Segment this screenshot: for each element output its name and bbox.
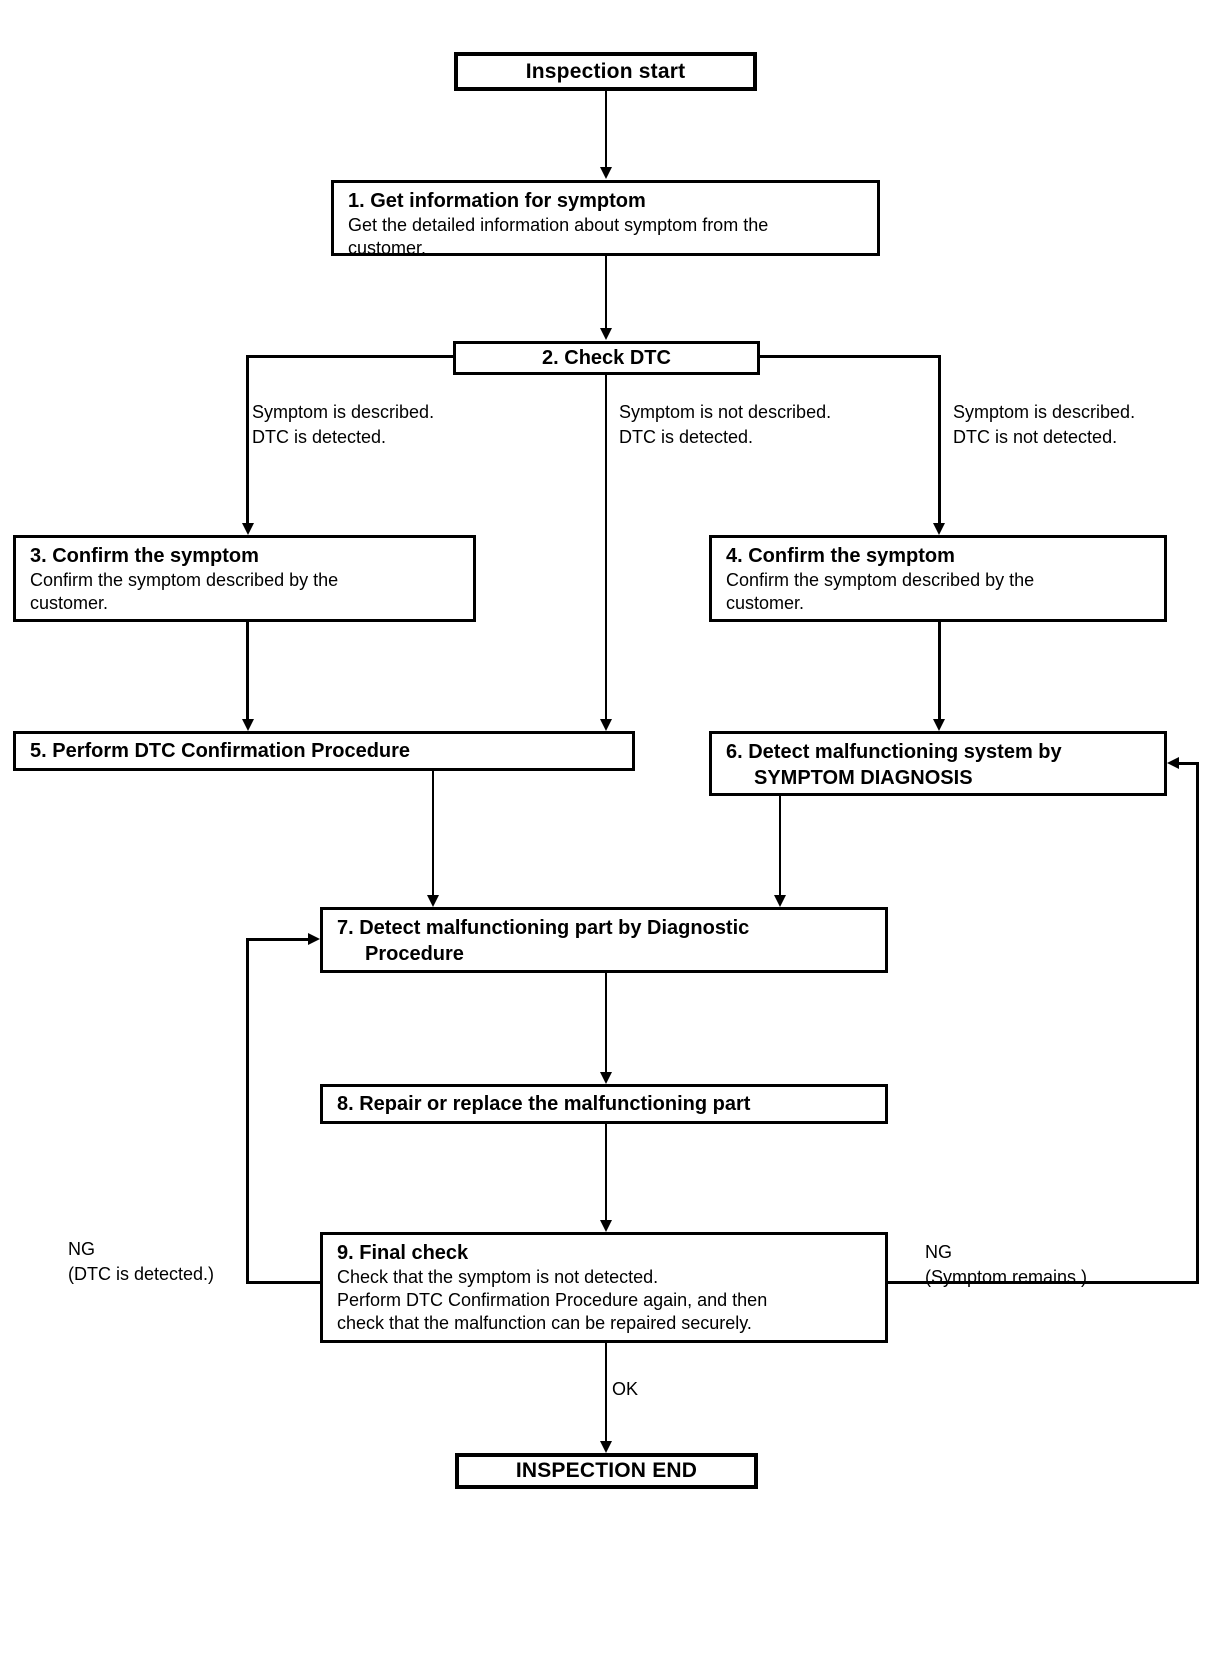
ng-label-right-line-1: NG [925,1242,952,1262]
step-1-box: 1. Get information for symptom Get the d… [331,180,880,258]
inspection-start-label: Inspection start [525,59,686,83]
step-7-box: 7. Detect malfunctioning part by Diagnos… [320,907,888,973]
ng-right-loop-bottom [888,1281,1199,1284]
branch-label-middle-line-1: Symptom is not described. [619,402,832,422]
step-4-body-line-1: Confirm the symptom described by the [726,570,1035,590]
ng-label-left-line-1: NG [68,1239,95,1259]
connector-4-to-6 [938,622,941,719]
step-6-title: 6. Detect malfunctioning system by [726,741,1062,763]
step-9-body-line-3: check that the malfunction can be repair… [337,1313,752,1333]
inspection-end-box: INSPECTION END [455,1453,758,1489]
connector-7-to-8 [605,973,607,1072]
connector-2-left-vertical [246,355,249,523]
step-6-title-line-2: SYMPTOM DIAGNOSIS [754,767,973,789]
ng-label-left: NG (DTC is detected.) [68,1237,214,1287]
step-7-title: 7. Detect malfunctioning part by Diagnos… [337,917,750,939]
connector-2-right-vertical [938,355,941,523]
inspection-start-box: Inspection start [454,52,757,91]
step-4-box: 4. Confirm the symptom Confirm the sympt… [709,535,1167,622]
step-7-title-line-2: Procedure [365,943,464,965]
branch-label-middle-line-2: DTC is detected. [619,427,754,447]
arrowhead-6-to-7 [774,895,786,907]
step-8-box: 8. Repair or replace the malfunctioning … [320,1084,888,1124]
connector-2-to-5 [605,375,607,719]
step-4-body-line-2: customer. [726,593,805,613]
inspection-end-label: INSPECTION END [515,1459,698,1482]
step-2-title: 2. Check DTC [542,346,671,369]
ng-left-loop-bottom [246,1281,320,1284]
step-2-box: 2. Check DTC [453,341,760,375]
ng-left-loop-top [246,938,308,941]
branch-label-middle: Symptom is not described. DTC is detecte… [619,400,831,450]
step-3-body-line-1: Confirm the symptom described by the [30,570,339,590]
connector-1-to-2 [605,256,607,328]
step-9-box: 9. Final check Check that the symptom is… [320,1232,888,1343]
step-6-box: 6. Detect malfunctioning system by SYMPT… [709,731,1167,796]
ng-right-loop-top [1179,762,1199,765]
arrowhead-9-to-end [600,1441,612,1453]
arrowhead-4-to-6 [933,719,945,731]
arrowhead-7-to-8 [600,1072,612,1084]
step-9-title: 9. Final check [337,1242,469,1264]
arrowhead-2-to-3 [242,523,254,535]
arrowhead-2-to-4 [933,523,945,535]
step-3-title: 3. Confirm the symptom [30,545,259,567]
step-3-body-line-2: customer. [30,593,109,613]
ok-label: OK [612,1377,638,1402]
step-5-box: 5. Perform DTC Confirmation Procedure [13,731,635,771]
arrowhead-2-to-5 [600,719,612,731]
connector-9-to-end [605,1343,607,1441]
ng-left-loop-vertical [246,938,249,1284]
step-3-box: 3. Confirm the symptom Confirm the sympt… [13,535,476,622]
arrowhead-start-to-1 [600,167,612,179]
branch-label-left-line-2: DTC is detected. [252,427,387,447]
arrowhead-1-to-2 [600,328,612,340]
ng-label-right-line-2: (Symptom remains.) [925,1267,1088,1287]
step-5-title: 5. Perform DTC Confirmation Procedure [30,739,411,762]
step-1-title: 1. Get information for symptom [348,190,646,212]
branch-label-left-line-1: Symptom is described. [252,402,435,422]
ng-right-loop-vertical [1196,762,1199,1284]
connector-5-to-7 [432,771,434,895]
arrowhead-5-to-7 [427,895,439,907]
connector-6-to-7 [779,796,781,895]
connector-2-right-horizontal [760,355,941,358]
connector-2-left-horizontal [246,355,453,358]
ng-label-left-line-2: (DTC is detected.) [68,1264,215,1284]
connector-8-to-9 [605,1124,607,1220]
branch-label-left: Symptom is described. DTC is detected. [252,400,434,450]
step-8-title: 8. Repair or replace the malfunctioning … [337,1092,751,1115]
connector-3-to-5 [246,622,249,719]
ok-label-text: OK [612,1379,639,1399]
branch-label-right-line-1: Symptom is described. [953,402,1136,422]
arrowhead-ng-right-to-6 [1167,757,1179,769]
step-9-body-line-2: Perform DTC Confirmation Procedure again… [337,1290,768,1310]
step-9-body-line-1: Check that the symptom is not detected. [337,1267,659,1287]
step-1-body-line-1: Get the detailed information about sympt… [348,215,769,235]
step-4-title: 4. Confirm the symptom [726,545,955,567]
arrowhead-3-to-5 [242,719,254,731]
branch-label-right: Symptom is described. DTC is not detecte… [953,400,1135,450]
connector-start-to-1 [605,91,607,167]
branch-label-right-line-2: DTC is not detected. [953,427,1118,447]
arrowhead-ng-left-to-7 [308,933,320,945]
step-1-body-line-2: customer. [348,238,427,258]
arrowhead-8-to-9 [600,1220,612,1232]
